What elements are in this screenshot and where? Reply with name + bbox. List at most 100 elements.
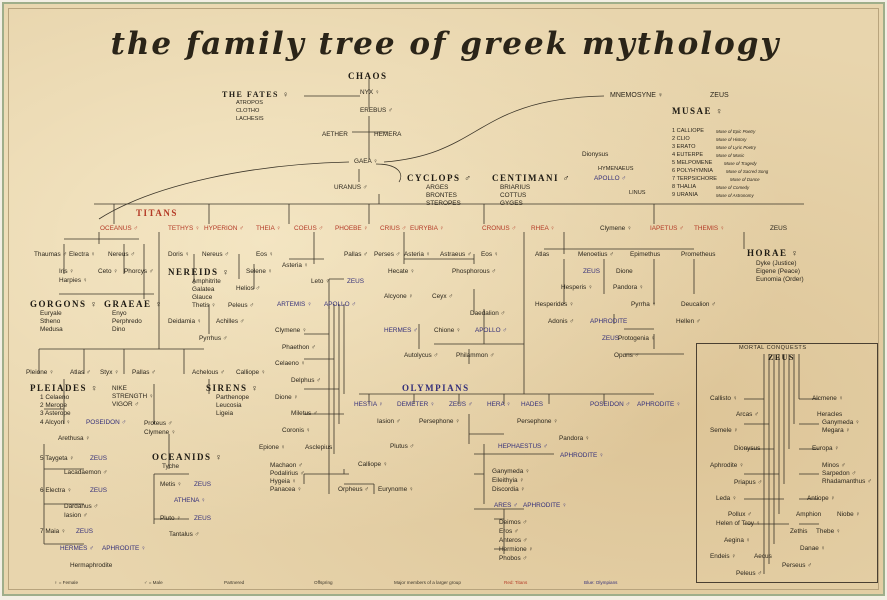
pleiades-heading: PLEIADES ♀ [30, 383, 100, 393]
pallas: Pallas ♂ [132, 369, 156, 376]
deidamia: Deidamia ♀ [168, 318, 202, 325]
zeus-maia: ZEUS [76, 528, 94, 535]
ares-child: Eros ♂ [499, 528, 519, 535]
hemera: HEMERA [374, 131, 402, 138]
titan-name: EURYBIA ♀ [410, 225, 445, 232]
pyrrhus: Pyrrhus ♂ [199, 335, 228, 342]
apollo-coeus: APOLLO ♂ [324, 301, 357, 308]
clymene-apollo: Clymene ♀ [275, 327, 307, 334]
mortal-right: Zethis [790, 528, 808, 535]
mortal-left: Leda ♀ [716, 495, 737, 502]
coronis: Coronis ♀ [282, 427, 311, 434]
legend-group: Major members of a larger group [394, 580, 461, 585]
olympian-name: ZEUS ♂ [449, 401, 473, 408]
hecate: Hecate ♀ [388, 268, 415, 275]
titan-name: COEUS ♂ [294, 225, 324, 232]
pleione: Pleione ♀ [26, 369, 54, 376]
mortal-right: Niobe ♀ [837, 511, 861, 518]
titan-name: IAPETUS ♂ [650, 225, 684, 232]
eurynome: Eurynome ♀ [378, 486, 414, 493]
gorgon-member: Euryale [40, 310, 62, 317]
mortal-left: Aecus [754, 553, 772, 560]
nike: NIKE [112, 385, 127, 392]
titan-name: RHEA ♀ [531, 225, 555, 232]
mortal-left: Callisto ♀ [710, 395, 738, 402]
prometheus: Prometheus [681, 251, 716, 258]
siren-member: Ligeia [216, 410, 234, 417]
aphrodite-hephaestus: APHRODITE ♀ [560, 452, 604, 459]
pleiad: 1 Celaeno [40, 394, 70, 401]
nereus: Nereus ♂ [108, 251, 136, 258]
mortal-left: Endeis ♀ [710, 553, 737, 560]
iasion-pleiad: Iasion ♂ [64, 512, 88, 519]
ares-child: Deimos ♂ [499, 519, 528, 526]
aether: AETHER [322, 131, 348, 138]
tyche: Tyche [162, 463, 180, 470]
gaea: GAEA ♀ [354, 158, 378, 165]
leto: Leto ♀ [311, 278, 331, 285]
mortal-conquests-box [696, 343, 878, 583]
mortal-right: Alcmene ♀ [812, 395, 844, 402]
clymene-sea: Clymene ♀ [144, 429, 176, 436]
eileithyia: Eileithyia ♀ [492, 477, 525, 484]
graeae-heading: GRAEAE ♀ [104, 299, 164, 309]
discordia: Discordia ♀ [492, 486, 526, 493]
asteria: Asteria ♀ [282, 262, 309, 269]
titan-name: CRONUS ♂ [482, 225, 517, 232]
muse-role: Muse of Comedy [716, 185, 750, 190]
hermes-pleiad: HERMES ♂ [60, 545, 94, 552]
nereus-2: Nereus ♂ [202, 251, 230, 258]
fate-member: LACHESIS [236, 116, 264, 122]
maia: 7 Maia ♀ [40, 528, 66, 535]
miletus: Miletus ♂ [291, 410, 318, 417]
chione: Chione ♀ [434, 327, 461, 334]
atlas-iapetus: Atlas [535, 251, 550, 258]
phaethon: Phaethon ♂ [282, 344, 316, 351]
muse-name: 2 CLIO [672, 136, 690, 142]
erebus: EREBUS ♂ [360, 107, 393, 114]
panacea: Panacea ♀ [270, 486, 302, 493]
horae-member: Dyke (Justice) [756, 260, 797, 267]
titan-name: PHOEBE ♀ [335, 225, 369, 232]
zeus-metis: ZEUS [194, 481, 212, 488]
titan-name: CRIUS ♂ [380, 225, 407, 232]
hygeia: Hygeia ♀ [270, 478, 297, 485]
musae-heading: MUSAE ♀ [672, 106, 725, 116]
asteria-crius: Asteria ♀ [404, 251, 431, 258]
mortal-left: Priapus ♂ [734, 479, 763, 486]
ganymeda-olympian: Ganymeda ♀ [492, 468, 530, 475]
mortal-right: Thebe ♀ [816, 528, 841, 535]
ceto: Ceto ♀ [98, 268, 119, 275]
pleiad: 2 Merope [40, 402, 67, 409]
tantalus: Tantalus ♂ [169, 531, 200, 538]
fates-heading: THE FATES ♀ [222, 90, 290, 99]
mortal-left: Arcas ♂ [736, 411, 759, 418]
orpheus: Orpheus ♂ [338, 486, 370, 493]
iapetus-clymene: Clymene ♀ [600, 225, 632, 232]
hermes-crius: HERMES ♂ [384, 327, 418, 334]
styx: Styx ♀ [100, 369, 119, 376]
alcyone: Alcyone ♀ [384, 293, 414, 300]
ares-child: Hermione ♀ [499, 546, 534, 553]
pyrrha: Pyrrha ♀ [631, 301, 657, 308]
muse-name: 3 ERATO [672, 144, 696, 150]
apollo-musae: APOLLO ♂ [594, 175, 627, 182]
pandora-olympian: Pandora ♀ [559, 435, 590, 442]
hesperides: Hesperides ♀ [535, 301, 574, 308]
gorgons-heading: GORGONS ♀ [30, 299, 99, 309]
titan-name: THEIA ♀ [256, 225, 282, 232]
muse-name: 9 URANIA [672, 192, 698, 198]
mortal-right: Europa ♀ [812, 445, 840, 452]
gorgon-member: Stheno [40, 318, 61, 325]
opuns: Opuns ♂ [614, 352, 640, 359]
graeae-member: Enyo [112, 310, 127, 317]
ares: ARES ♂ [494, 502, 518, 509]
connector-lines [38, 79, 819, 574]
cyclops-member: ARGES [426, 184, 449, 191]
thetis: Thetis ♀ [192, 302, 216, 309]
electra-pleiad: 6 Electra ♀ [40, 487, 72, 494]
legend: ♀ = Female ♂ = Male Partnered Offspring … [24, 580, 864, 590]
deucalion: Deucalion ♂ [681, 301, 716, 308]
cyclops-member: BRONTES [426, 192, 457, 199]
themis-zeus: ZEUS [770, 225, 788, 232]
